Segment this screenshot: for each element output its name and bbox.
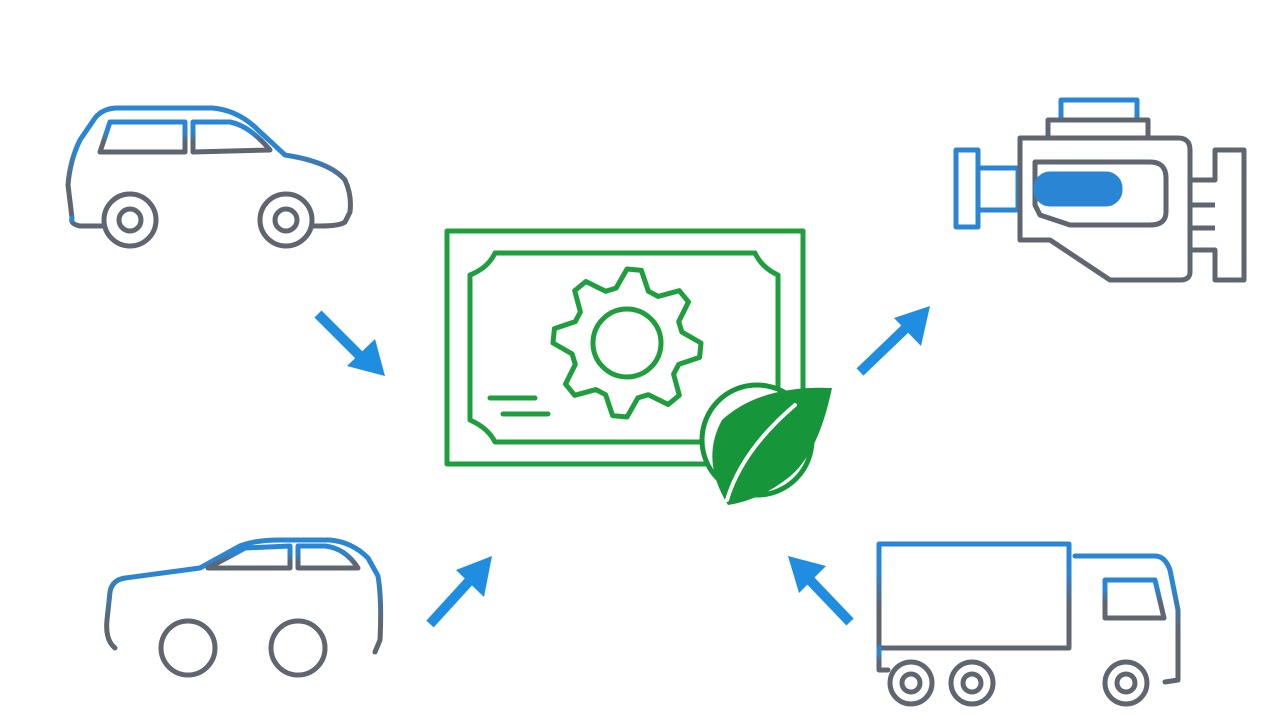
- engine-icon: [953, 97, 1247, 283]
- gear-outline: [550, 266, 704, 420]
- gear-hub: [590, 306, 664, 380]
- arrow-certificate-to-engine: [856, 306, 930, 376]
- hatchback-car-icon: [65, 105, 353, 249]
- box-truck-icon: [876, 541, 1181, 707]
- gear-icon: [550, 266, 704, 420]
- arrow-truck-to-certificate: [788, 556, 854, 626]
- leaf-icon: [699, 382, 832, 505]
- arrow-suv-to-certificate: [426, 556, 492, 628]
- arrow-hatchback-to-certificate: [314, 310, 385, 376]
- suv-car-icon: [104, 537, 384, 678]
